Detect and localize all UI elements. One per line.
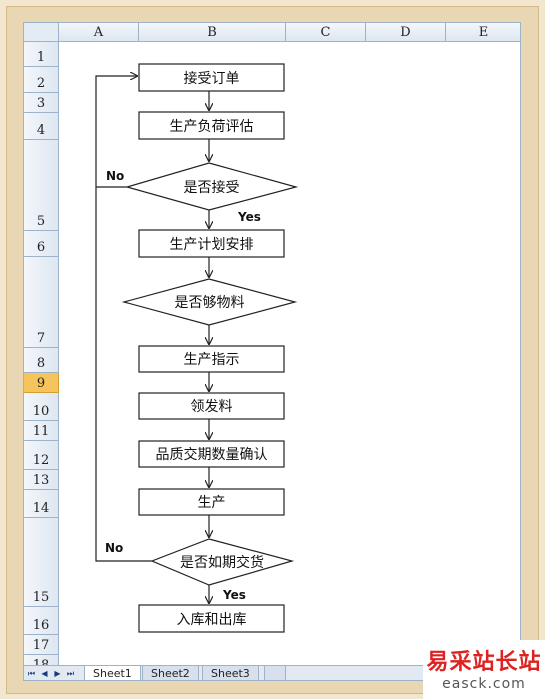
row-header-9[interactable]: 9	[24, 373, 59, 393]
column-header-a[interactable]: A	[59, 23, 139, 42]
edge-d1-no-loop	[95, 76, 137, 188]
tab-sheet3[interactable]: Sheet3	[202, 666, 259, 680]
flowchart-canvas	[95, 63, 299, 633]
row-header-8[interactable]: 8	[24, 348, 59, 373]
column-header-d[interactable]: D	[366, 23, 446, 42]
node-box-n2	[138, 111, 285, 140]
tab-sheet1[interactable]: Sheet1	[84, 666, 141, 680]
watermark-title: 易采站长站	[426, 649, 542, 675]
node-box-n6	[138, 440, 285, 468]
row-header-13[interactable]: 13	[24, 470, 59, 490]
node-box-n5	[138, 392, 285, 420]
first-sheet-icon[interactable]: ⏮	[27, 669, 36, 678]
edge-label-d3-no: No	[105, 541, 124, 555]
row-header-17[interactable]: 17	[24, 635, 59, 655]
last-sheet-icon[interactable]: ⏭	[66, 669, 75, 678]
node-material-issue: 领发料	[190, 399, 233, 415]
sheet-tab-bar: ⏮ ◀ ▶ ⏭ Sheet1 Sheet2 Sheet3	[24, 665, 520, 680]
edge-d3-no-loop	[95, 187, 152, 562]
watermark-url: easck.com	[442, 676, 526, 692]
column-header-b[interactable]: B	[139, 23, 286, 42]
watermark-logo: 易采站长站 easck.com	[423, 640, 545, 699]
node-box-n3	[138, 229, 285, 258]
row-header-16[interactable]: 16	[24, 607, 59, 635]
column-header-e[interactable]: E	[446, 23, 520, 42]
node-production: 生产	[197, 495, 226, 511]
decision-shape-d3	[150, 538, 295, 586]
row-header-1[interactable]: 1	[24, 42, 59, 67]
row-header-5[interactable]: 5	[24, 140, 59, 231]
tab-sheet2[interactable]: Sheet2	[142, 666, 199, 680]
next-sheet-icon[interactable]: ▶	[54, 669, 61, 678]
prev-sheet-icon[interactable]: ◀	[41, 669, 48, 678]
edge-label-d3-yes: Yes	[223, 588, 246, 602]
node-quality-delivery-check: 品质交期数量确认	[155, 447, 268, 463]
node-capacity-assessment: 生产负荷评估	[169, 118, 254, 135]
edge-label-d1-yes: Yes	[238, 210, 261, 224]
insert-sheet-icon[interactable]	[264, 666, 286, 680]
row-header-15[interactable]: 15	[24, 518, 59, 607]
row-header-6[interactable]: 6	[24, 231, 59, 257]
spreadsheet-grid[interactable]: A B C D E 1 2 3 4 5 6 7 8 9 10 11 12 13 …	[23, 22, 521, 681]
decision-accept: 是否接受	[183, 179, 240, 196]
edge-label-d1-no: No	[106, 169, 125, 183]
node-warehouse-in-out: 入库和出库	[176, 611, 247, 628]
column-header-c[interactable]: C	[286, 23, 366, 42]
row-header-12[interactable]: 12	[24, 441, 59, 470]
decision-on-time-delivery: 是否如期交货	[180, 555, 264, 571]
select-all-corner[interactable]	[24, 23, 59, 42]
decision-shape-d1	[124, 162, 299, 211]
decision-enough-material: 是否够物料	[174, 295, 245, 311]
row-header-14[interactable]: 14	[24, 490, 59, 518]
flow-edges	[95, 76, 209, 603]
flow-shapes	[121, 63, 299, 633]
decision-shape-d2	[121, 278, 298, 326]
row-header-4[interactable]: 4	[24, 113, 59, 140]
row-header-7[interactable]: 7	[24, 257, 59, 348]
row-header-10[interactable]: 10	[24, 393, 59, 421]
node-box-n7	[138, 488, 285, 516]
node-box-n1	[138, 63, 285, 92]
node-receive-order: 接受订单	[183, 70, 240, 87]
row-header-3[interactable]: 3	[24, 93, 59, 113]
node-box-n8	[138, 604, 285, 633]
node-box-n4	[138, 345, 285, 373]
node-production-schedule: 生产计划安排	[169, 236, 254, 253]
row-header-11[interactable]: 11	[24, 421, 59, 441]
row-header-2[interactable]: 2	[24, 67, 59, 93]
node-production-instruction: 生产指示	[183, 352, 240, 368]
